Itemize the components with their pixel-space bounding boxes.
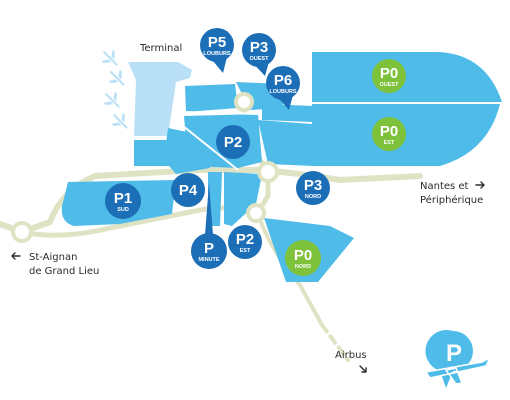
area-p3-nord [258, 120, 314, 166]
plane-icon [103, 91, 120, 108]
marker-name: P3 [304, 177, 322, 194]
roundabouts [11, 92, 279, 243]
plane-icon [111, 112, 128, 129]
area-p0-est [312, 104, 500, 166]
area-p2-est [224, 172, 262, 226]
area-p6 [262, 104, 314, 122]
marker-name: P2 [236, 231, 254, 248]
marker-sub: NORD [305, 194, 321, 200]
marker-sub: SUD [117, 207, 129, 213]
marker-circle [216, 125, 250, 159]
marker-name: P2 [224, 134, 242, 151]
marker-sub: OUEST [380, 82, 400, 88]
marker-circle [171, 173, 205, 207]
marker-name: P0 [380, 65, 398, 82]
terminal-building [128, 62, 192, 136]
terminal-label: Terminal [139, 43, 182, 54]
marker-name: P [204, 240, 214, 257]
marker-name: P0 [294, 247, 312, 264]
marker-name: P5 [208, 34, 226, 51]
marker-sub: LOUBURS [269, 89, 297, 95]
nantes-label-line2: Périphérique [420, 194, 483, 206]
arrow-left-icon [11, 252, 21, 260]
marker-circle [372, 59, 406, 93]
marker-sub: OUEST [250, 56, 270, 62]
svg-text:P: P [446, 340, 462, 367]
marker-circle [200, 28, 234, 62]
nantes-label-line1: Nantes et [420, 181, 469, 192]
marker-circle [105, 183, 141, 219]
parking-marker-p2[interactable]: P2 [216, 125, 250, 159]
marker-circle [242, 33, 276, 67]
marker-circle [191, 233, 227, 269]
marker-pointer [205, 183, 213, 235]
marker-circle [285, 240, 321, 276]
marker-circle [296, 171, 330, 205]
arrow-down-icon [359, 365, 367, 373]
marker-sub: EST [384, 140, 395, 146]
st-aignan-label-line1: St-Aignan [29, 252, 77, 263]
marker-circle [266, 66, 300, 100]
parking-marker-p4[interactable]: P4 [171, 173, 205, 207]
marker-sub: EST [240, 248, 251, 254]
marker-sub: NORD [295, 264, 311, 270]
marker-name: P4 [179, 182, 198, 199]
marker-circle [228, 225, 262, 259]
terminal-planes [101, 49, 128, 129]
marker-name: P3 [250, 39, 268, 56]
marker-name: P0 [380, 123, 398, 140]
area-p5 [185, 84, 238, 112]
st-aignan-label-line2: de Grand Lieu [29, 266, 99, 277]
parking-plane-logo-icon: P [424, 329, 492, 388]
marker-sub: MINUTE [198, 257, 219, 263]
plane-icon [108, 69, 125, 86]
airbus-label: Airbus [335, 350, 367, 361]
marker-sub: LOUBURS [203, 51, 231, 57]
plane-icon [101, 49, 118, 66]
area-minute [208, 172, 222, 226]
arrow-right-icon [475, 181, 485, 189]
marker-name: P1 [114, 190, 132, 207]
parking-areas [61, 52, 502, 282]
marker-circle [372, 117, 406, 151]
marker-name: P6 [274, 72, 292, 89]
area-p0-ouest [312, 52, 502, 102]
